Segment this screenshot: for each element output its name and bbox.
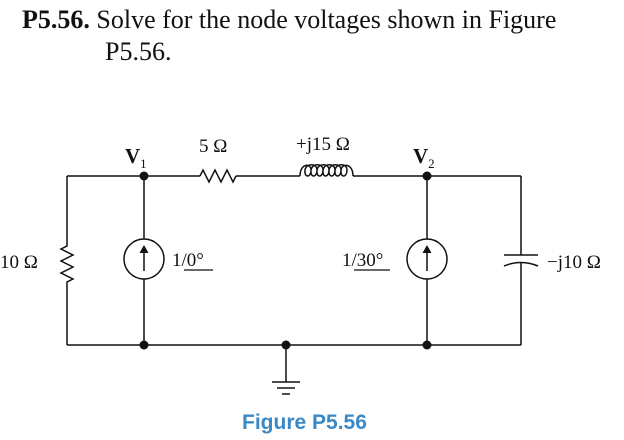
node-v2-label: V2 [413,144,435,171]
source-left-label: 1/0° [172,250,204,271]
resistor-5-ohm [199,168,237,184]
resistor-5-ohm-label: 5 Ω [199,136,227,157]
node-v1-label: V1 [125,144,147,171]
resistor-10-ohm-label: 10 Ω [0,252,38,273]
source-left-arrowhead [139,245,149,253]
inductor-j15 [299,164,354,177]
source-right-arrowhead [422,245,432,253]
problem-line-2: P5.56. [105,37,172,66]
node-bottom-right-dot [422,340,432,350]
capacitor-label: −j10 Ω [547,252,601,273]
inductor-label: +j15 Ω [296,134,350,155]
problem-statement: P5.56. Solve for the node voltages shown… [22,4,618,68]
ground-symbol [272,381,300,395]
figure-caption: Figure P5.56 [242,411,367,434]
node-v1-dot [139,171,149,181]
source-right-label: 1/30° [342,250,383,271]
left-wire [59,176,75,345]
problem-number: P5.56. [22,5,90,34]
node-bottom-left-dot [139,340,149,350]
node-ground-dot [281,340,291,350]
node-v2-dot [422,171,432,181]
problem-line-1: P5.56. Solve for the node voltages shown… [22,4,618,36]
problem-text: Solve for the node voltages shown in Fig… [96,5,557,34]
